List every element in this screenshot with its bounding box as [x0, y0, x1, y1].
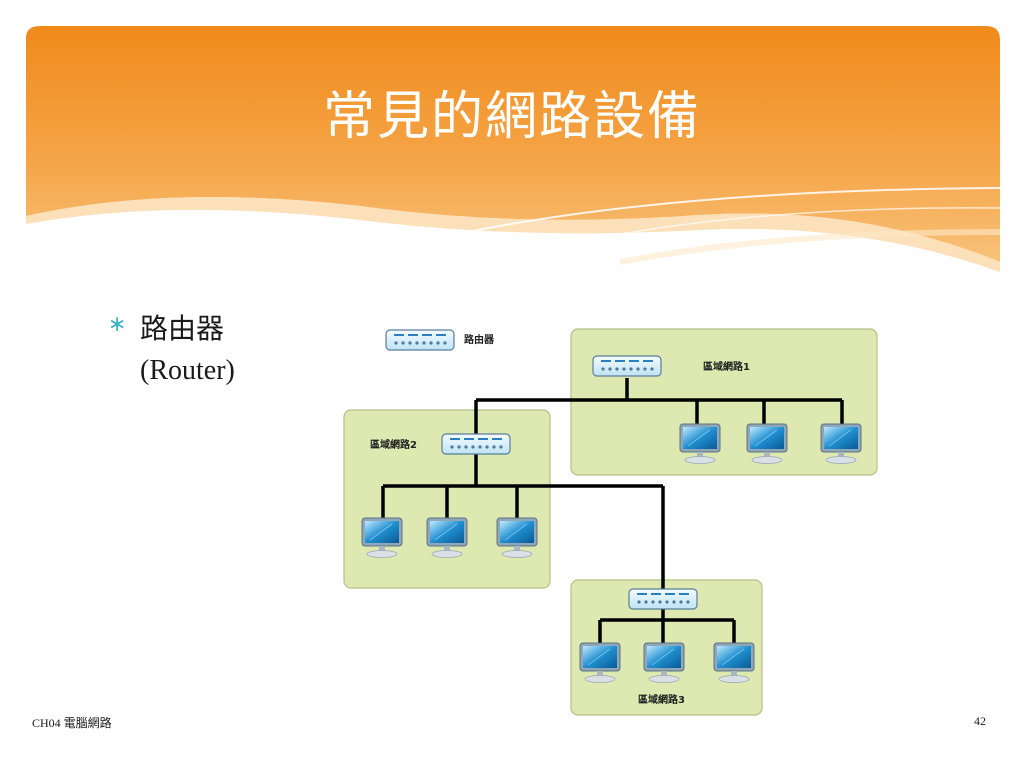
bullet-text-line1: 路由器	[140, 312, 225, 345]
bullet-marker: ∗	[108, 312, 127, 337]
legend-router-icon	[385, 329, 455, 351]
lan-2-router-icon	[441, 433, 511, 455]
lan-2-label: 區域網路2	[370, 438, 417, 451]
footer-page-number: 42	[974, 714, 986, 728]
bullet-text: 路由器 (Router)	[140, 308, 235, 392]
lan-1-label: 區域網路1	[703, 360, 750, 373]
lan-3-router-icon	[628, 588, 698, 610]
legend-label: 路由器	[464, 333, 495, 346]
bullet-text-line2: (Router)	[140, 355, 235, 386]
lan-3-label: 區域網路3	[638, 693, 685, 706]
lan-1-router-icon	[592, 355, 662, 377]
network-cables	[381, 378, 844, 643]
router-network-diagram: 路由器 區域網路1 區域網路2 區域網路3	[343, 328, 878, 716]
title-banner	[26, 26, 1001, 272]
lan-1-box	[570, 328, 878, 476]
slide-title: 常見的網路設備	[322, 87, 701, 147]
footer-chapter: CH04 電腦網路	[32, 716, 112, 730]
